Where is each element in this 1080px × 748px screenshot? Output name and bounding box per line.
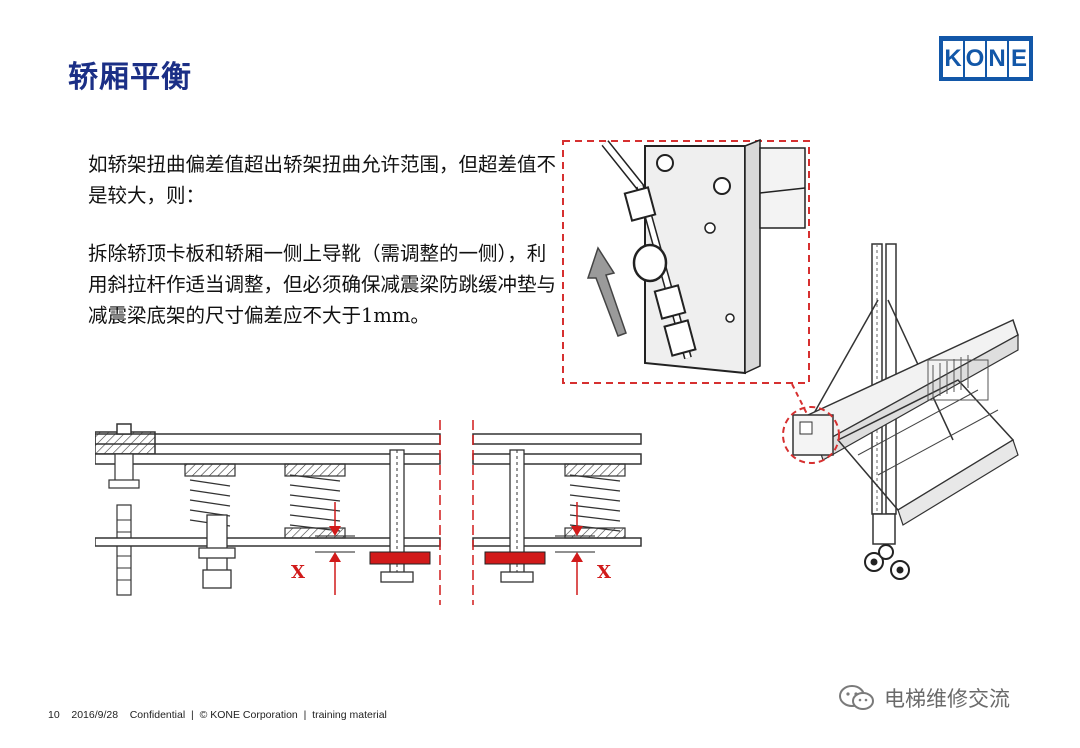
bumper-pad-left (369, 551, 431, 565)
kone-logo: K O N E (939, 36, 1033, 81)
slide-footer: 10 2016/9/28 Confidential | © KONE Corpo… (48, 709, 387, 721)
wechat-watermark: 电梯维修交流 (838, 683, 1010, 713)
detail-callout-illustration (562, 138, 810, 384)
instruction-paragraph: 拆除轿顶卡板和轿厢一侧上导靴（需调整的一侧），利用斜拉杆作适当调整，但必须确保减… (88, 242, 557, 327)
car-frame-3d-illustration (782, 243, 1019, 580)
logo-letter-o: O (965, 40, 985, 77)
adjust-direction-arrow (586, 246, 627, 337)
logo-letter-e: E (1009, 40, 1029, 77)
bumper-pad-right (484, 551, 546, 565)
callout-connector (791, 383, 809, 417)
dimension-label-x-left: X (291, 562, 305, 583)
watermark-text: 电梯维修交流 (884, 687, 1010, 711)
logo-letter-k: K (943, 40, 963, 77)
intro-paragraph: 如轿架扭曲偏差值超出轿架扭曲允许范围，但超差值不是较大，则： (88, 153, 557, 207)
slide-title: 轿厢平衡 (68, 60, 192, 95)
wechat-icon (839, 685, 874, 710)
logo-letter-n: N (987, 40, 1007, 77)
dimension-label-x-right: X (597, 562, 611, 583)
damping-beam-section-drawing: X X (95, 420, 642, 605)
